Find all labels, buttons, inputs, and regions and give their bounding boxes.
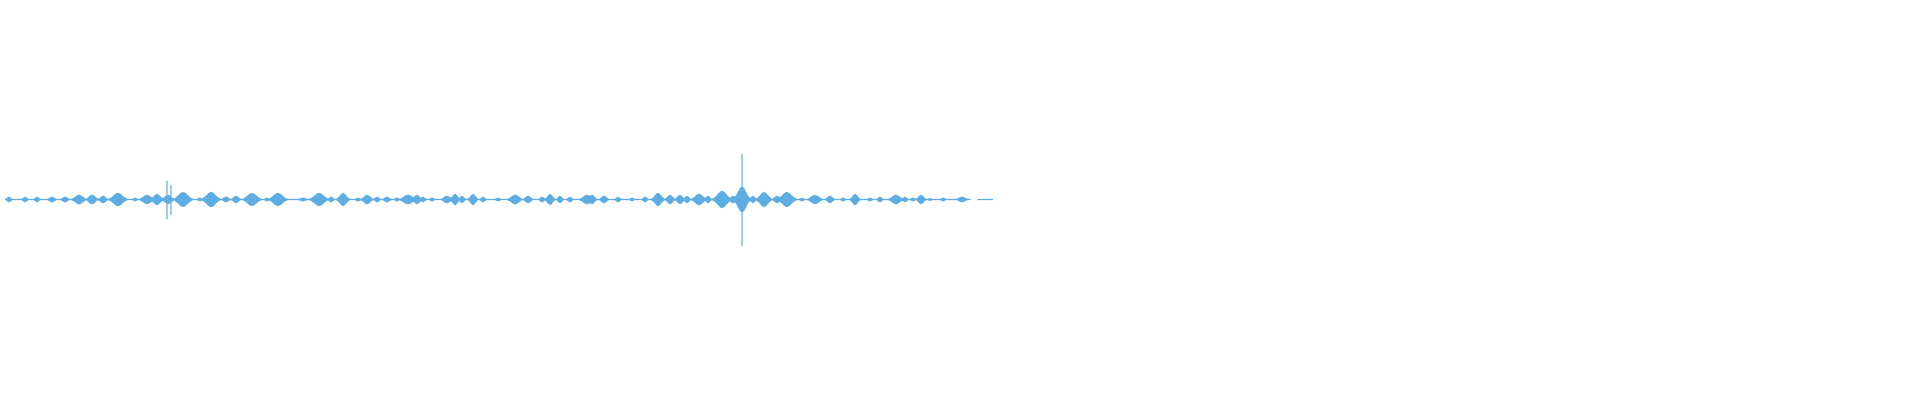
waveform-envelope: [5, 185, 993, 214]
